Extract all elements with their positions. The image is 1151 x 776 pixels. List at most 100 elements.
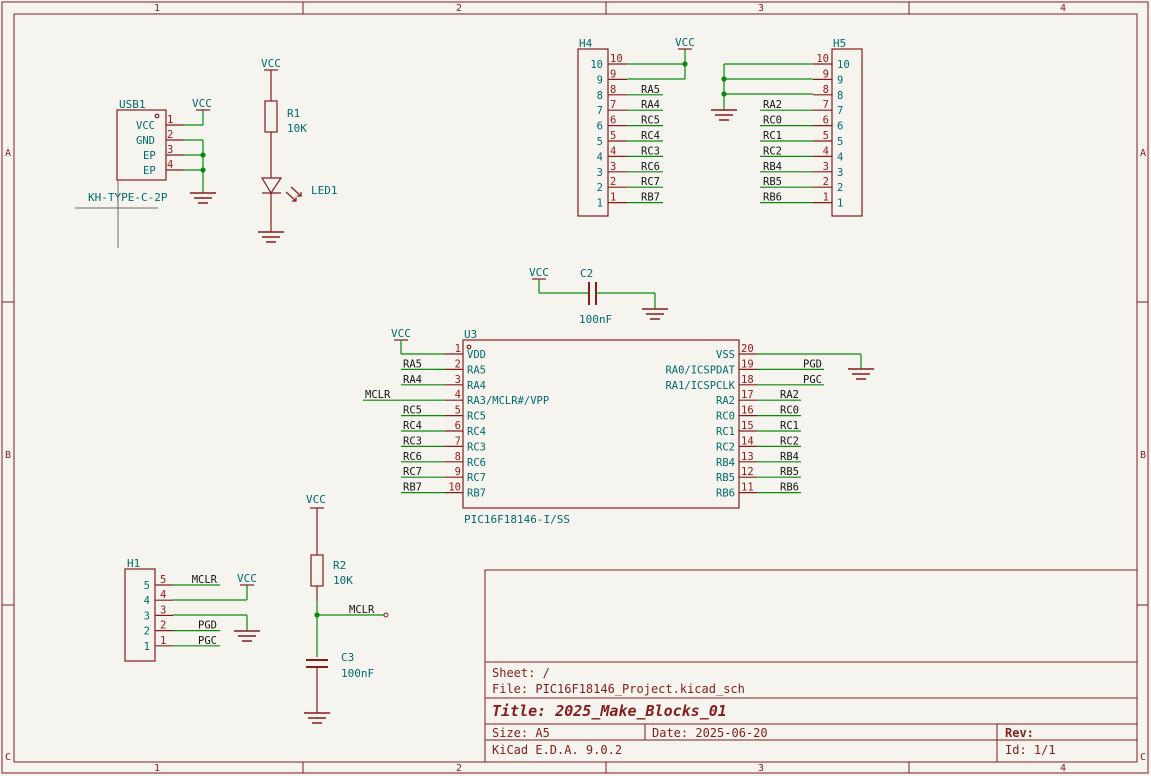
h5-pin-name: 5 [837,136,843,148]
r2-value: 10K [333,574,353,587]
ground-icon [848,368,874,380]
h4-pin-name: 9 [597,74,603,86]
h1-pin-name: 4 [144,595,150,607]
h4-net-label: RC5 [641,115,660,127]
u3-pin-name: VDD [467,349,486,361]
u3-pin-number: 4 [455,389,461,401]
usb1-pin-name: EP [143,150,156,162]
sheet-date: Date: 2025-06-20 [652,726,768,740]
led1-ref: LED1 [311,184,338,197]
u3-net-label: RC7 [403,466,422,478]
h4-pin-name: 4 [597,151,603,163]
u3-pin-name: RA4 [467,380,486,392]
h5-pin-name: 4 [837,151,843,163]
ground-icon [304,712,330,724]
u3-net-label: PGC [803,374,822,386]
h1-pin-number: 2 [160,620,166,632]
r1-led1-branch[interactable]: VCC R1 10K LED1 [258,57,338,243]
mclr-net-label: MCLR [349,604,375,616]
h5-net-label: RA2 [763,99,782,111]
sheet-id: Id: 1/1 [1005,743,1056,757]
h4-pin-name: 6 [597,121,603,133]
revision-label: Rev: [1005,726,1034,740]
u3-pin-name: RC7 [467,472,486,484]
u3-net-label: RC3 [403,435,422,447]
h5-net-label: RB4 [763,161,782,173]
usb1-pin-number: 4 [167,159,173,171]
h1-pin-number: 4 [160,589,166,601]
h5-net-label: RB5 [763,176,782,188]
u3-net-label: RB4 [780,451,799,463]
border-col-label: 1 [154,763,160,774]
h4-net-label: RB7 [641,192,660,204]
file-name: File: PIC16F18146_Project.kicad_sch [492,682,745,696]
h4-pin-name: 5 [597,136,603,148]
u3-pin-number: 7 [455,435,461,447]
u3-pin-number: 15 [741,420,754,432]
u3-pin-name: RA2 [716,395,735,407]
h5-pin-number: 4 [823,145,829,157]
h4-ref: H4 [579,37,593,50]
h5-net-label: RC1 [763,130,782,142]
h4-pin-name: 1 [597,198,603,210]
h5-pin-name: 2 [837,182,843,194]
title-block: Sheet: / File: PIC16F18146_Project.kicad… [484,569,1138,763]
u3-net-label: RC2 [780,435,799,447]
h1-pin-number: 3 [160,604,166,616]
u3-pin-name: RA5 [467,364,486,376]
u3-pin-number: 2 [455,358,461,370]
h5-pin-name: 6 [837,121,843,133]
border-col-label: 1 [154,3,160,14]
schematic-title: Title: 2025_Make_Blocks_01 [492,702,727,720]
usb1-symbol[interactable]: USB1 VCC GND EP EP 1 2 3 4 KH-TYPE-C-2P [75,98,184,248]
u3-pin-number: 3 [455,374,461,386]
h4-pin-number: 7 [610,99,616,111]
usb1-wiring: VCC [184,97,216,204]
u3-pin-number: 5 [455,405,461,417]
u3-pin-number: 9 [455,466,461,478]
kicad-version: KiCad E.D.A. 9.0.2 [492,743,622,757]
ground-icon [234,630,260,642]
u3-net-label: RB5 [780,466,799,478]
h1-net-label: MCLR [192,574,218,586]
border-col-label: 4 [1060,763,1066,774]
u3-pin-name: RC6 [467,457,486,469]
h5-pin-name: 8 [837,90,843,102]
u3-pin-number: 18 [741,374,754,386]
u3-net-label: RC6 [403,451,422,463]
h4-pin-number: 5 [610,130,616,142]
u3-pin-name: RB4 [716,457,735,469]
u3-pin-number: 13 [741,451,754,463]
u3-pin-name: RC3 [467,441,486,453]
h5-net-label: RB6 [763,192,782,204]
border-row-label: B [5,450,11,461]
h5-pin-number: 7 [823,99,829,111]
c2-value: 100nF [579,313,612,326]
h5-pin-number: 9 [823,68,829,80]
u3-pin-name: RC4 [467,426,486,438]
h5-pin-number: 10 [816,53,829,65]
vcc-power-label: VCC [237,572,257,585]
h5-pin-name: 10 [837,59,850,71]
border-col-label: 4 [1060,3,1066,14]
sheet-size: Size: A5 [492,726,550,740]
mclr-reset-network[interactable]: VCC R2 10K MCLR C3 100nF [304,493,389,724]
h4-pin-name: 10 [590,59,603,71]
u3-net-label: RC5 [403,405,422,417]
h1-pin-name: 1 [144,641,150,653]
h5-header[interactable]: H5 1010998877RA266RC055RC144RC233RB422RB… [711,37,863,217]
h4-pin-name: 3 [597,167,603,179]
border-col-label: 2 [456,763,462,774]
h5-net-label: RC0 [763,115,782,127]
u3-net-label: RC1 [780,420,799,432]
border-row-label: B [1140,450,1146,461]
c2-capacitor[interactable]: VCC C2 100nF [529,266,668,326]
c3-value: 100nF [341,667,374,680]
u3-pin-number: 16 [741,405,754,417]
h4-pin-number: 3 [610,161,616,173]
